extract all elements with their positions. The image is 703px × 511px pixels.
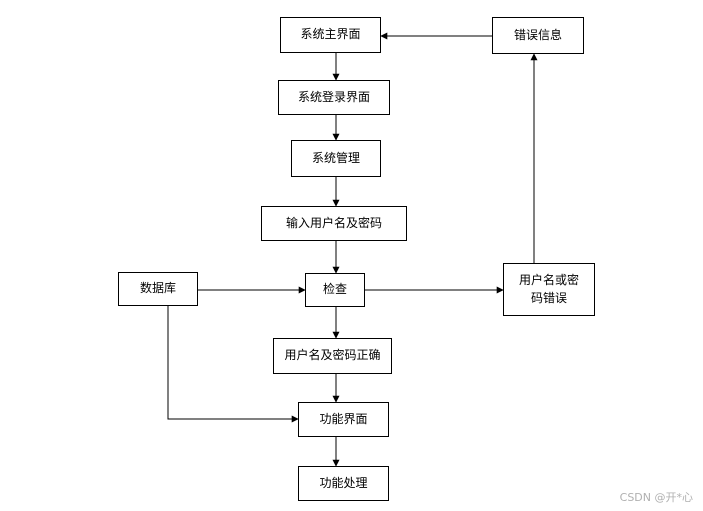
node-credentials-correct: 用户名及密码正确	[273, 338, 392, 374]
node-database: 数据库	[118, 272, 198, 306]
node-management: 系统管理	[291, 140, 381, 177]
edge-database-to-function-ui	[167, 306, 299, 423]
watermark-text: CSDN @开*心	[619, 491, 693, 504]
node-input-credentials: 输入用户名及密码	[261, 206, 407, 241]
node-credentials-wrong: 用户名或密 码错误	[503, 263, 595, 316]
node-error-info: 错误信息	[492, 17, 584, 54]
node-main-ui: 系统主界面	[280, 17, 381, 53]
node-function-ui: 功能界面	[298, 402, 389, 437]
node-function-process: 功能处理	[298, 466, 389, 501]
node-login-ui: 系统登录界面	[278, 80, 390, 115]
node-check: 检查	[305, 273, 365, 307]
